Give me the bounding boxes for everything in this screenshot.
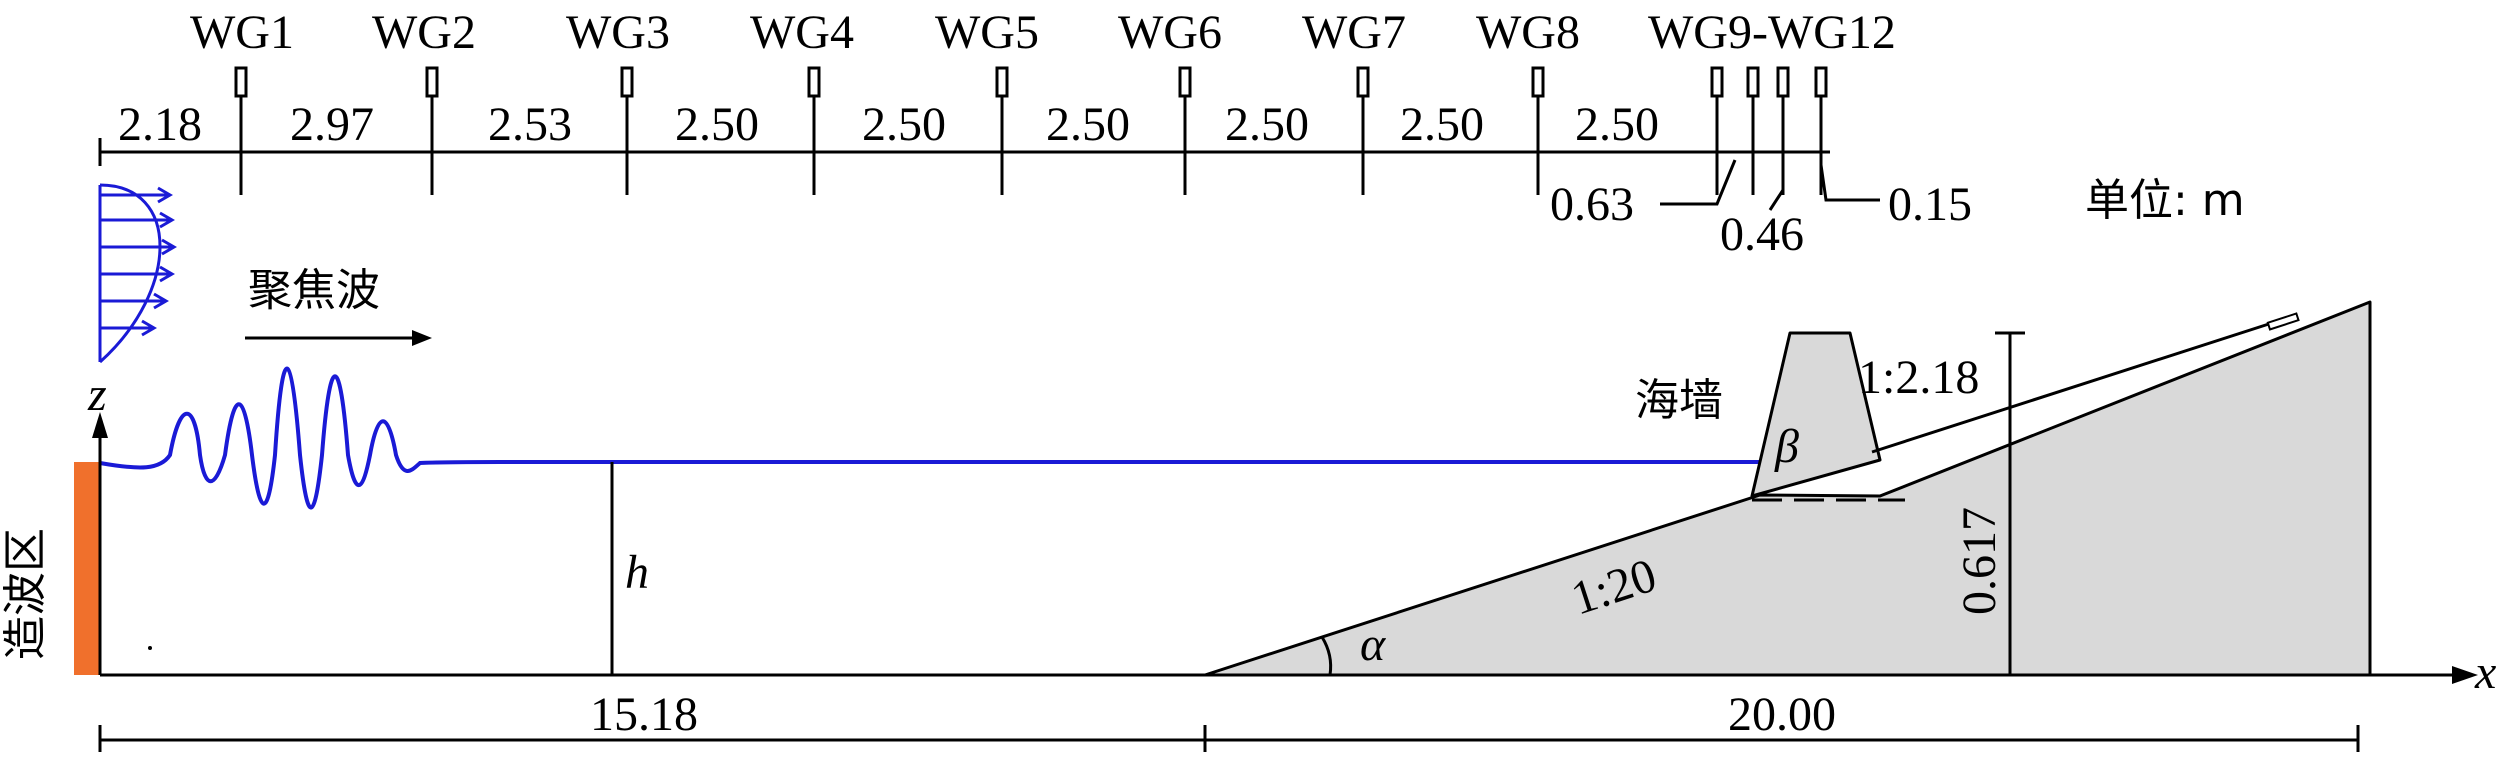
seawall-label: 海墙 xyxy=(1635,375,1723,426)
seawall-slope-label: 1:2.18 xyxy=(1858,351,1979,404)
sloped-beach xyxy=(1203,300,2372,677)
gauge-marker-wg3 xyxy=(620,66,634,98)
gauge-label-wg4: WG4 xyxy=(750,6,854,59)
spacing-label: 2.50 xyxy=(862,98,946,151)
gauge-label-wg1: WG1 xyxy=(190,6,294,59)
slope-tip xyxy=(2266,312,2300,331)
gauge-dimension-line xyxy=(98,138,1830,166)
axis-z-label: z xyxy=(87,368,107,421)
spacing-label: 2.50 xyxy=(675,98,759,151)
gauge-label-wg5: WG5 xyxy=(935,6,1039,59)
wall-height-label: 0.617 xyxy=(1953,507,2006,615)
gauge-marker-wg6 xyxy=(1178,66,1192,98)
spacing-label: 2.97 xyxy=(290,98,374,151)
small-spacing-label: 0.15 xyxy=(1888,178,1972,231)
gauge-marker-wg1 xyxy=(234,66,248,98)
gauge-markers xyxy=(234,66,1828,195)
spacing-label: 2.18 xyxy=(118,98,202,151)
unit-label: 单位: m xyxy=(2085,175,2245,226)
bottom-dimension-line xyxy=(98,725,2360,752)
small-spacing-label: 0.63 xyxy=(1550,178,1634,231)
gauge-marker-wg11 xyxy=(1776,66,1790,98)
bottom-dim-label: 15.18 xyxy=(590,688,698,741)
spacing-label: 2.50 xyxy=(1575,98,1659,151)
gauge-label-wg8: WG8 xyxy=(1476,6,1580,59)
gauge-marker-wg9 xyxy=(1710,66,1724,98)
gauge-label-wg7: WG7 xyxy=(1302,6,1406,59)
wave-direction-arrow xyxy=(245,330,432,346)
depth-label: h xyxy=(625,546,649,599)
water-surface xyxy=(99,366,1760,510)
beta-label: β xyxy=(1774,420,1799,473)
gauge-marker-wg4 xyxy=(807,66,821,98)
wave-direction-label: 聚焦波 xyxy=(248,265,380,316)
spacing-label: 2.50 xyxy=(1225,98,1309,151)
alpha-angle-arc xyxy=(1320,636,1333,676)
gauge-marker-wg7 xyxy=(1356,66,1370,98)
gauge-label-wg2: WG2 xyxy=(372,6,476,59)
upper-slope-line xyxy=(1871,320,2276,454)
bottom-dim-label: 20.00 xyxy=(1728,688,1836,741)
spacing-label: 2.53 xyxy=(488,98,572,151)
gauge-marker-wg8 xyxy=(1531,66,1545,98)
wavemaker-paddle xyxy=(74,462,100,675)
seawall xyxy=(1750,331,1882,498)
axis-x-label: x xyxy=(2474,646,2496,699)
spacing-labels: 2.18 2.97 2.53 2.50 2.50 2.50 2.50 2.50 … xyxy=(118,98,1972,261)
gauge-marker-wg10 xyxy=(1746,66,1760,98)
dot-marker xyxy=(148,646,152,650)
gauge-labels: WG1 WG2 WG3 WG4 WG5 WG6 WG7 WG8 WG9-WG12 xyxy=(190,6,1896,59)
velocity-profile xyxy=(98,183,177,364)
spacing-label: 2.50 xyxy=(1400,98,1484,151)
small-spacing-leaders xyxy=(1660,159,1880,211)
spacing-label: 2.50 xyxy=(1046,98,1130,151)
gauge-label-wg9-wg12: WG9-WG12 xyxy=(1648,6,1896,59)
alpha-label: α xyxy=(1360,618,1386,671)
gauge-marker-wg5 xyxy=(995,66,1009,98)
gauge-label-wg3: WG3 xyxy=(566,6,670,59)
gauge-marker-wg12 xyxy=(1814,66,1828,98)
small-spacing-label: 0.46 xyxy=(1720,208,1804,261)
wave-zone-label: 造波区 xyxy=(0,528,51,660)
gauge-label-wg6: WG6 xyxy=(1118,6,1222,59)
wall-height-indicator xyxy=(1995,331,2025,675)
gauge-marker-wg2 xyxy=(425,66,439,98)
